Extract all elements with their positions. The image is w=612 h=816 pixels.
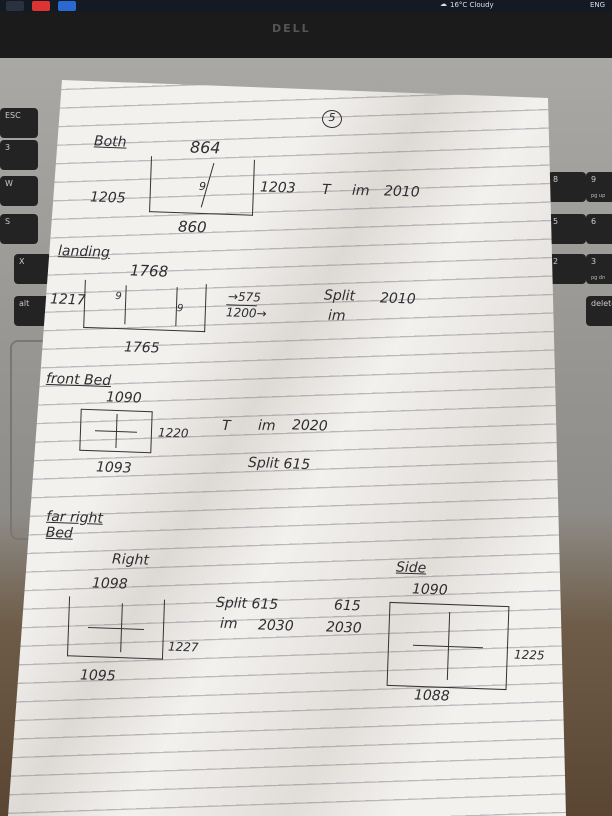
note-text: im bbox=[219, 615, 238, 633]
note-text: 2030 bbox=[325, 619, 362, 637]
dimension-bottom: 1093 bbox=[95, 459, 132, 477]
note-text: im bbox=[351, 182, 370, 200]
arrow-value: 1200 bbox=[225, 305, 257, 321]
window-sketch bbox=[66, 596, 166, 660]
arrow-label-bottom: 1200→ bbox=[225, 305, 267, 321]
key-s[interactable]: S bbox=[0, 214, 38, 244]
dimension-bottom: 1095 bbox=[79, 667, 116, 685]
window-sketch bbox=[79, 408, 153, 454]
section-title-both: Both bbox=[93, 133, 127, 151]
key-8[interactable]: 8 bbox=[548, 172, 586, 202]
note-text: T bbox=[321, 181, 331, 199]
dimension-bottom: 1765 bbox=[123, 339, 160, 357]
weather-text[interactable]: 16°C Cloudy bbox=[450, 1, 494, 9]
window-sketch: 9 bbox=[149, 156, 255, 216]
note-text: T bbox=[221, 417, 231, 435]
taskbar: ☁ 16°C Cloudy ENG bbox=[0, 0, 612, 12]
language-indicator[interactable]: ENG bbox=[590, 1, 606, 9]
key-esc[interactable]: ESC bbox=[0, 108, 38, 138]
sketch-mark: 9 bbox=[198, 179, 207, 194]
taskbar-app-icon[interactable] bbox=[6, 1, 24, 11]
section-title-front-bed: front Bed bbox=[45, 370, 112, 390]
key-w[interactable]: W bbox=[0, 176, 38, 206]
note-text: Split 615 bbox=[215, 594, 279, 614]
dimension-top: 1090 bbox=[411, 581, 448, 599]
key-3-numpad-label: 3 bbox=[591, 257, 597, 266]
arrow-value: 575 bbox=[237, 289, 262, 305]
sub-label-right: Right bbox=[111, 551, 150, 569]
note-text: Split bbox=[323, 287, 356, 305]
dimension-top: 1768 bbox=[129, 261, 169, 281]
note-text: 615 bbox=[333, 597, 362, 615]
note-text: 2030 bbox=[257, 617, 294, 635]
sub-label-side: Side bbox=[395, 559, 427, 577]
key-x[interactable]: X bbox=[14, 254, 52, 284]
key-delete[interactable]: delete bbox=[586, 296, 612, 326]
dimension-left: 1217 bbox=[49, 291, 86, 309]
chrome-icon[interactable] bbox=[32, 1, 50, 11]
key-5[interactable]: 5 bbox=[548, 214, 586, 244]
dimension-top: 864 bbox=[189, 137, 221, 158]
dimension-bottom: 1088 bbox=[413, 687, 450, 705]
note-text: 2020 bbox=[291, 417, 328, 435]
key-3[interactable]: 3 bbox=[0, 140, 38, 170]
note-text: 2010 bbox=[379, 290, 416, 308]
cloud-icon: ☁ bbox=[440, 0, 447, 8]
sketch-mark: 9 bbox=[114, 290, 123, 303]
section-title-far-right-bed: far right Bed bbox=[45, 508, 104, 542]
key-3-numpad[interactable]: 3 pg dn bbox=[586, 254, 612, 284]
dimension-right: 1225 bbox=[513, 647, 545, 663]
dimension-top: 1098 bbox=[91, 575, 128, 593]
dimension-right: 1227 bbox=[167, 639, 199, 655]
key-2[interactable]: 2 bbox=[548, 254, 586, 284]
laptop-bezel bbox=[0, 12, 612, 58]
note-text: im bbox=[257, 417, 276, 435]
sketch-mark: 9 bbox=[176, 303, 184, 315]
key-pg-up-label: pg up bbox=[591, 193, 606, 199]
dimension-top: 1090 bbox=[105, 389, 142, 407]
dell-logo: DELL bbox=[272, 22, 311, 35]
note-text: 2010 bbox=[383, 183, 420, 201]
note-text: Split 615 bbox=[247, 454, 311, 474]
dimension-bottom: 860 bbox=[177, 217, 207, 237]
note-text: im bbox=[327, 307, 346, 325]
key-9[interactable]: 9 pg up bbox=[586, 172, 612, 202]
section-title-landing: landing bbox=[57, 243, 111, 261]
arrow-label-top: →575 bbox=[227, 289, 262, 305]
dimension-right: 1220 bbox=[157, 425, 189, 441]
key-pg-dn-label: pg dn bbox=[591, 275, 606, 281]
taskbar-app-icon[interactable] bbox=[58, 1, 76, 11]
dimension-left: 1205 bbox=[89, 189, 126, 207]
key-9-label: 9 bbox=[591, 175, 597, 184]
key-6[interactable]: 6 bbox=[586, 214, 612, 244]
window-sketch bbox=[386, 601, 510, 691]
dimension-right: 1203 bbox=[259, 179, 296, 197]
